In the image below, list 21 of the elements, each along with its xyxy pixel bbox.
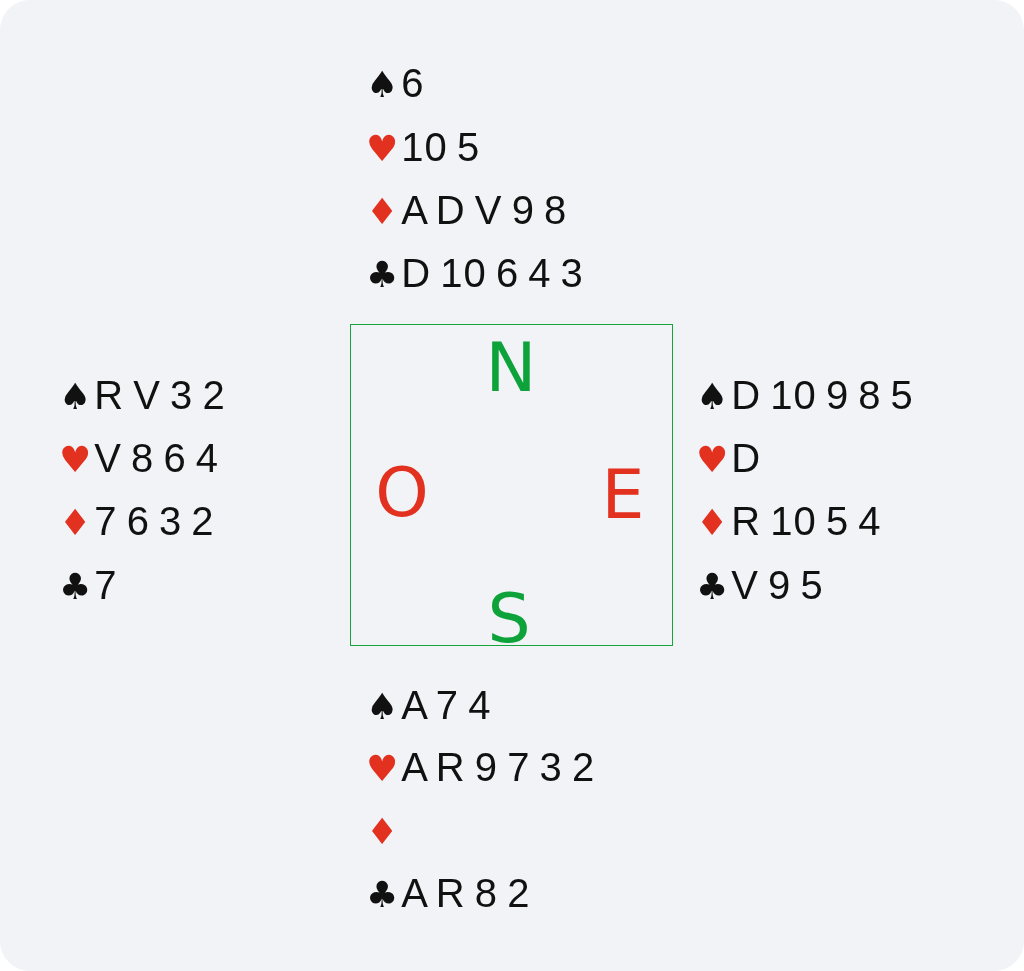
suit-holding: ♣D 10 6 4 3 bbox=[366, 250, 584, 297]
suit-holding: ♦7 6 3 2 bbox=[59, 498, 215, 545]
suit-holding: ♣V 9 5 bbox=[696, 562, 824, 609]
suit-holding: ♥D bbox=[696, 435, 762, 482]
direction-letter: S bbox=[487, 585, 531, 653]
suit-holding: ♣7 bbox=[59, 562, 118, 609]
suit-holding: ♥A R 9 7 3 2 bbox=[366, 744, 596, 791]
compass-box bbox=[350, 324, 673, 646]
direction-letter: N bbox=[485, 334, 537, 402]
direction-letter: O bbox=[375, 459, 429, 527]
suit-holding: ♥10 5 bbox=[366, 124, 481, 171]
suit-holding: ♠D 10 9 8 5 bbox=[696, 372, 914, 419]
suit-holding: ♦R 10 5 4 bbox=[696, 498, 882, 545]
direction-letter: E bbox=[601, 461, 645, 529]
suit-holding: ♣A R 8 2 bbox=[366, 870, 531, 917]
suit-holding: ♥V 8 6 4 bbox=[59, 435, 220, 482]
suit-holding: ♠R V 3 2 bbox=[59, 372, 226, 419]
suit-holding: ♠6 bbox=[366, 60, 425, 107]
suit-holding: ♠A 7 4 bbox=[366, 682, 492, 729]
suit-holding: ♦ bbox=[366, 810, 400, 854]
suit-holding: ♦A D V 9 8 bbox=[366, 187, 568, 234]
